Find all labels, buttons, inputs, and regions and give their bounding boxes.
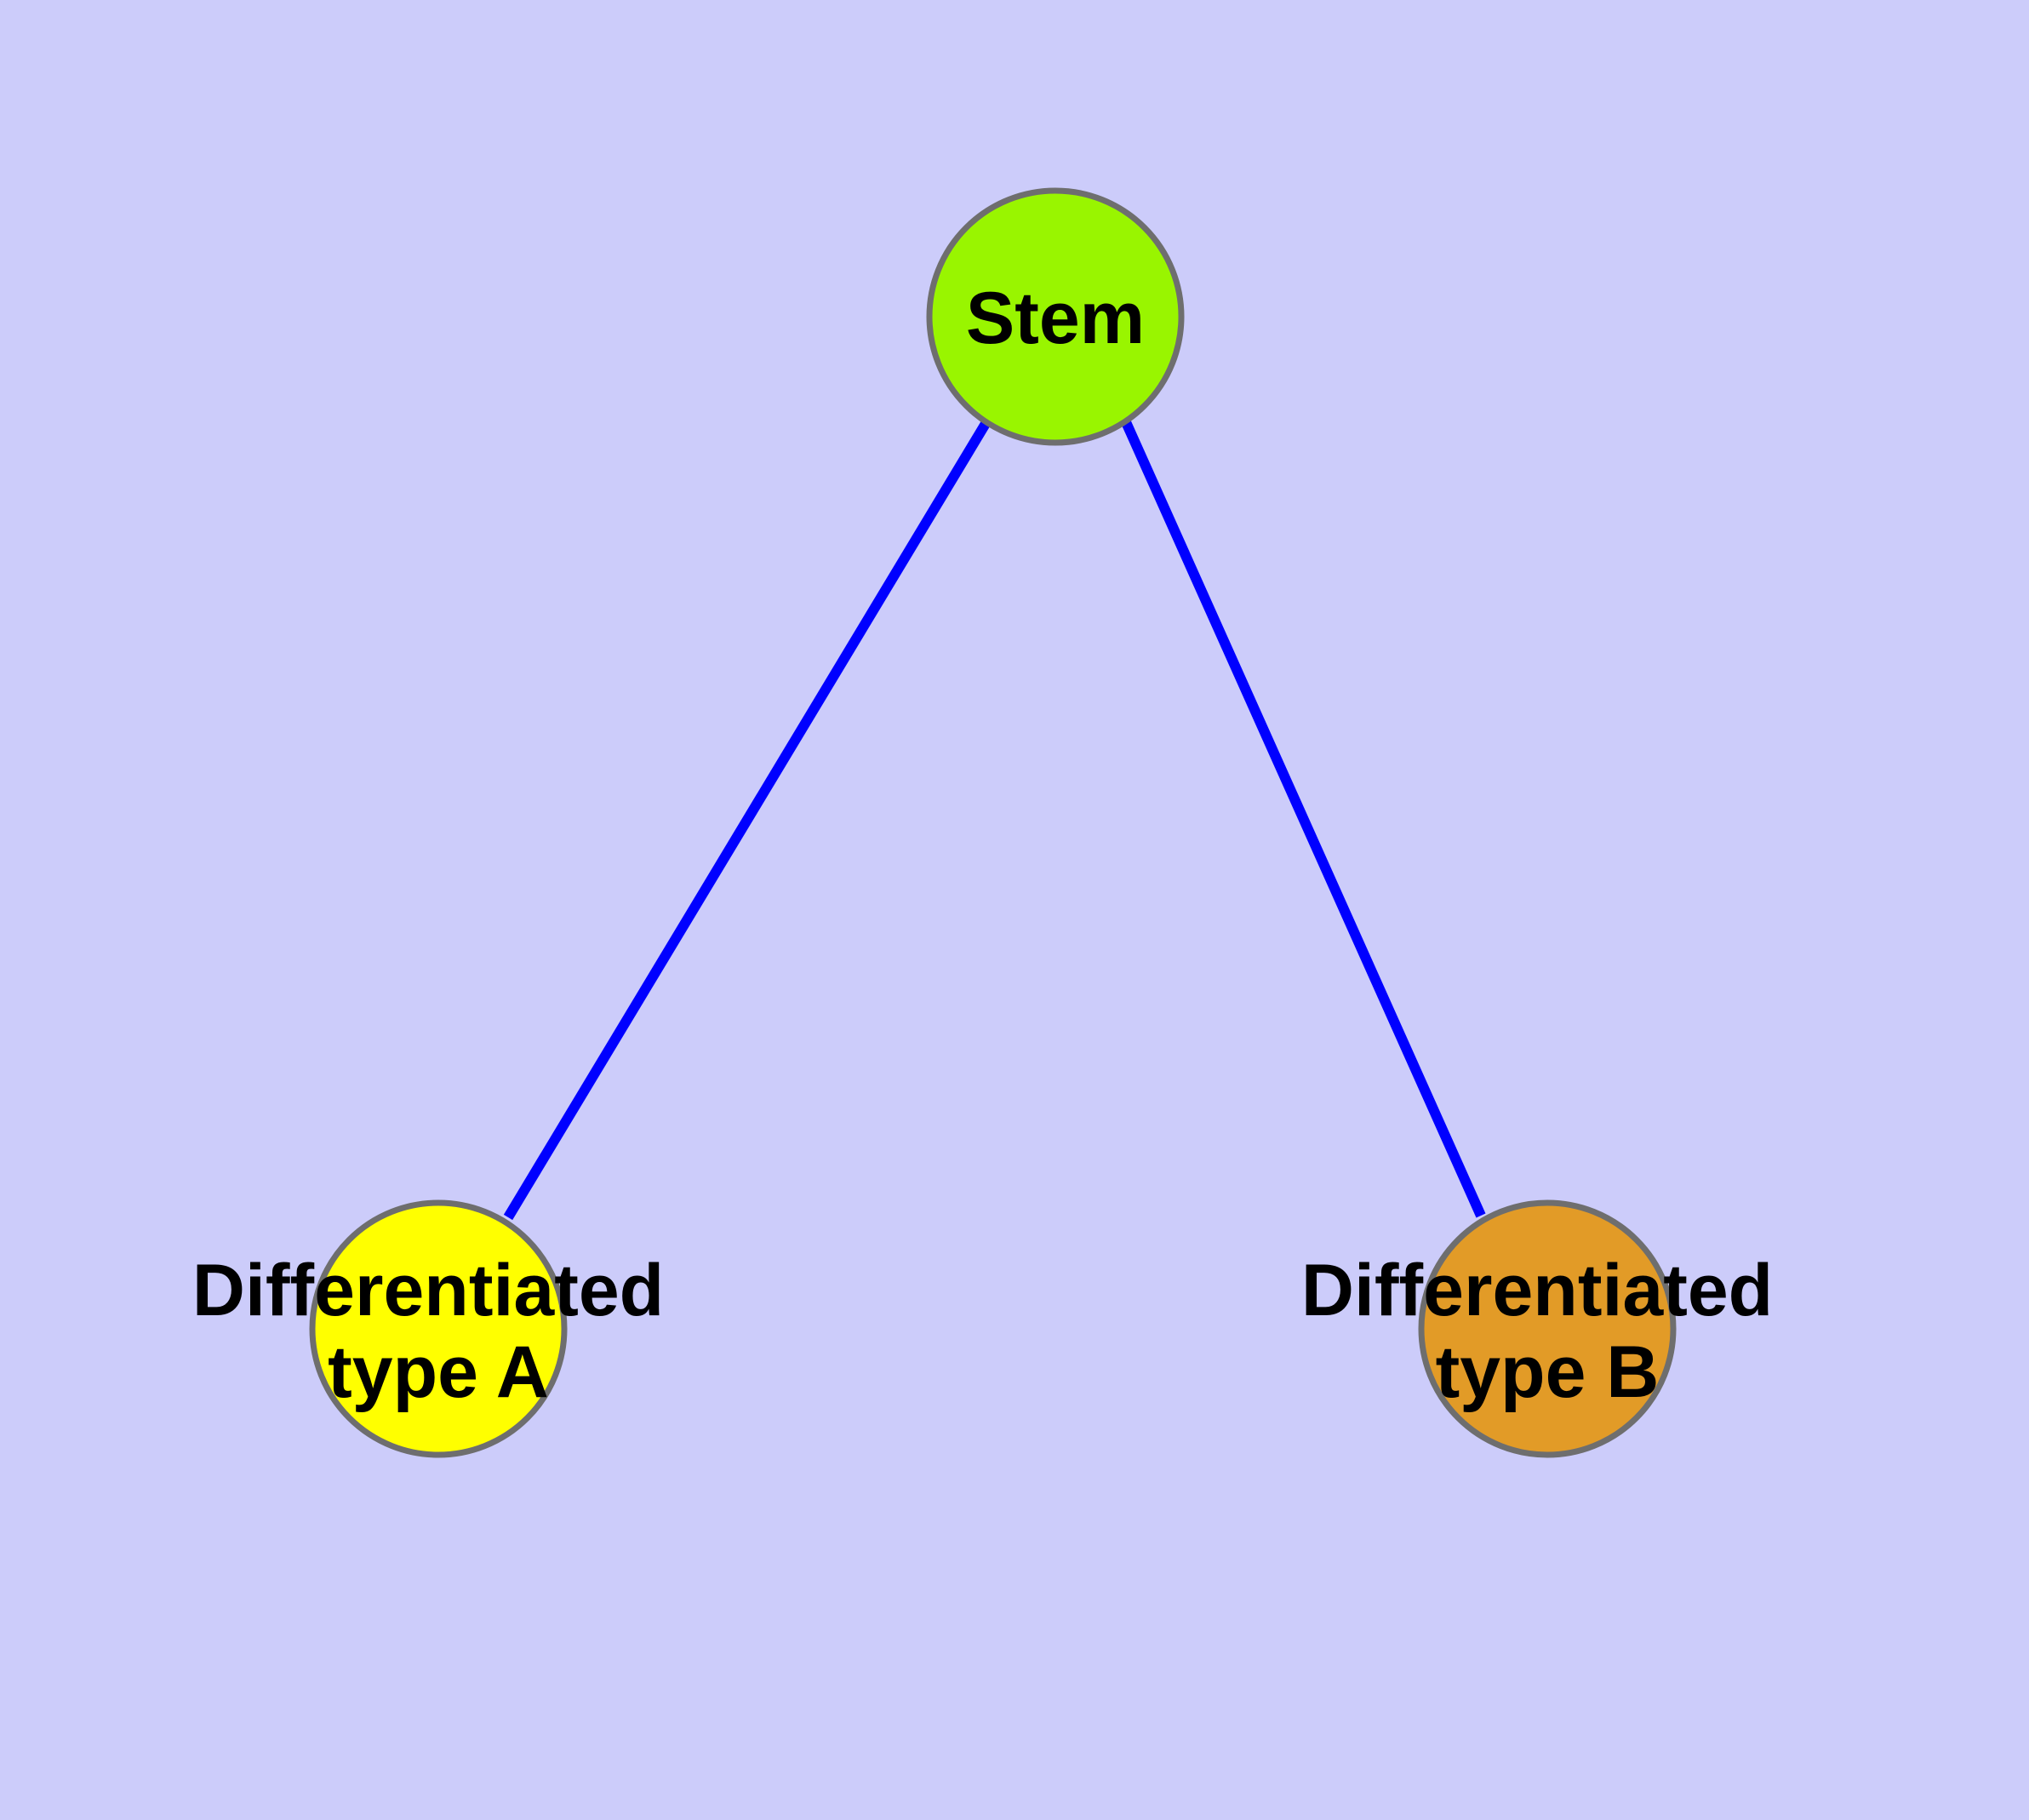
edge-layer [503, 419, 1486, 1221]
node-differentiated-type-a-circle[interactable] [309, 1199, 568, 1458]
node-differentiated-type-b-circle[interactable] [1418, 1199, 1677, 1458]
node-differentiated-type-a[interactable]: Differentiated type A [192, 1199, 684, 1458]
node-stem-label: Stem [966, 278, 1145, 359]
node-stem[interactable]: Stem [926, 187, 1185, 446]
node-differentiated-type-b-label: Differentiated type B [1301, 1250, 1793, 1413]
node-differentiated-type-b[interactable]: Differentiated type B [1301, 1199, 1793, 1458]
node-stem-circle[interactable] [926, 187, 1185, 446]
node-differentiated-type-a-label: Differentiated type A [192, 1250, 684, 1413]
edge-stem-to-differentiated-type-b[interactable] [1121, 420, 1486, 1218]
edge-stem-to-differentiated-type-a[interactable] [503, 419, 992, 1221]
